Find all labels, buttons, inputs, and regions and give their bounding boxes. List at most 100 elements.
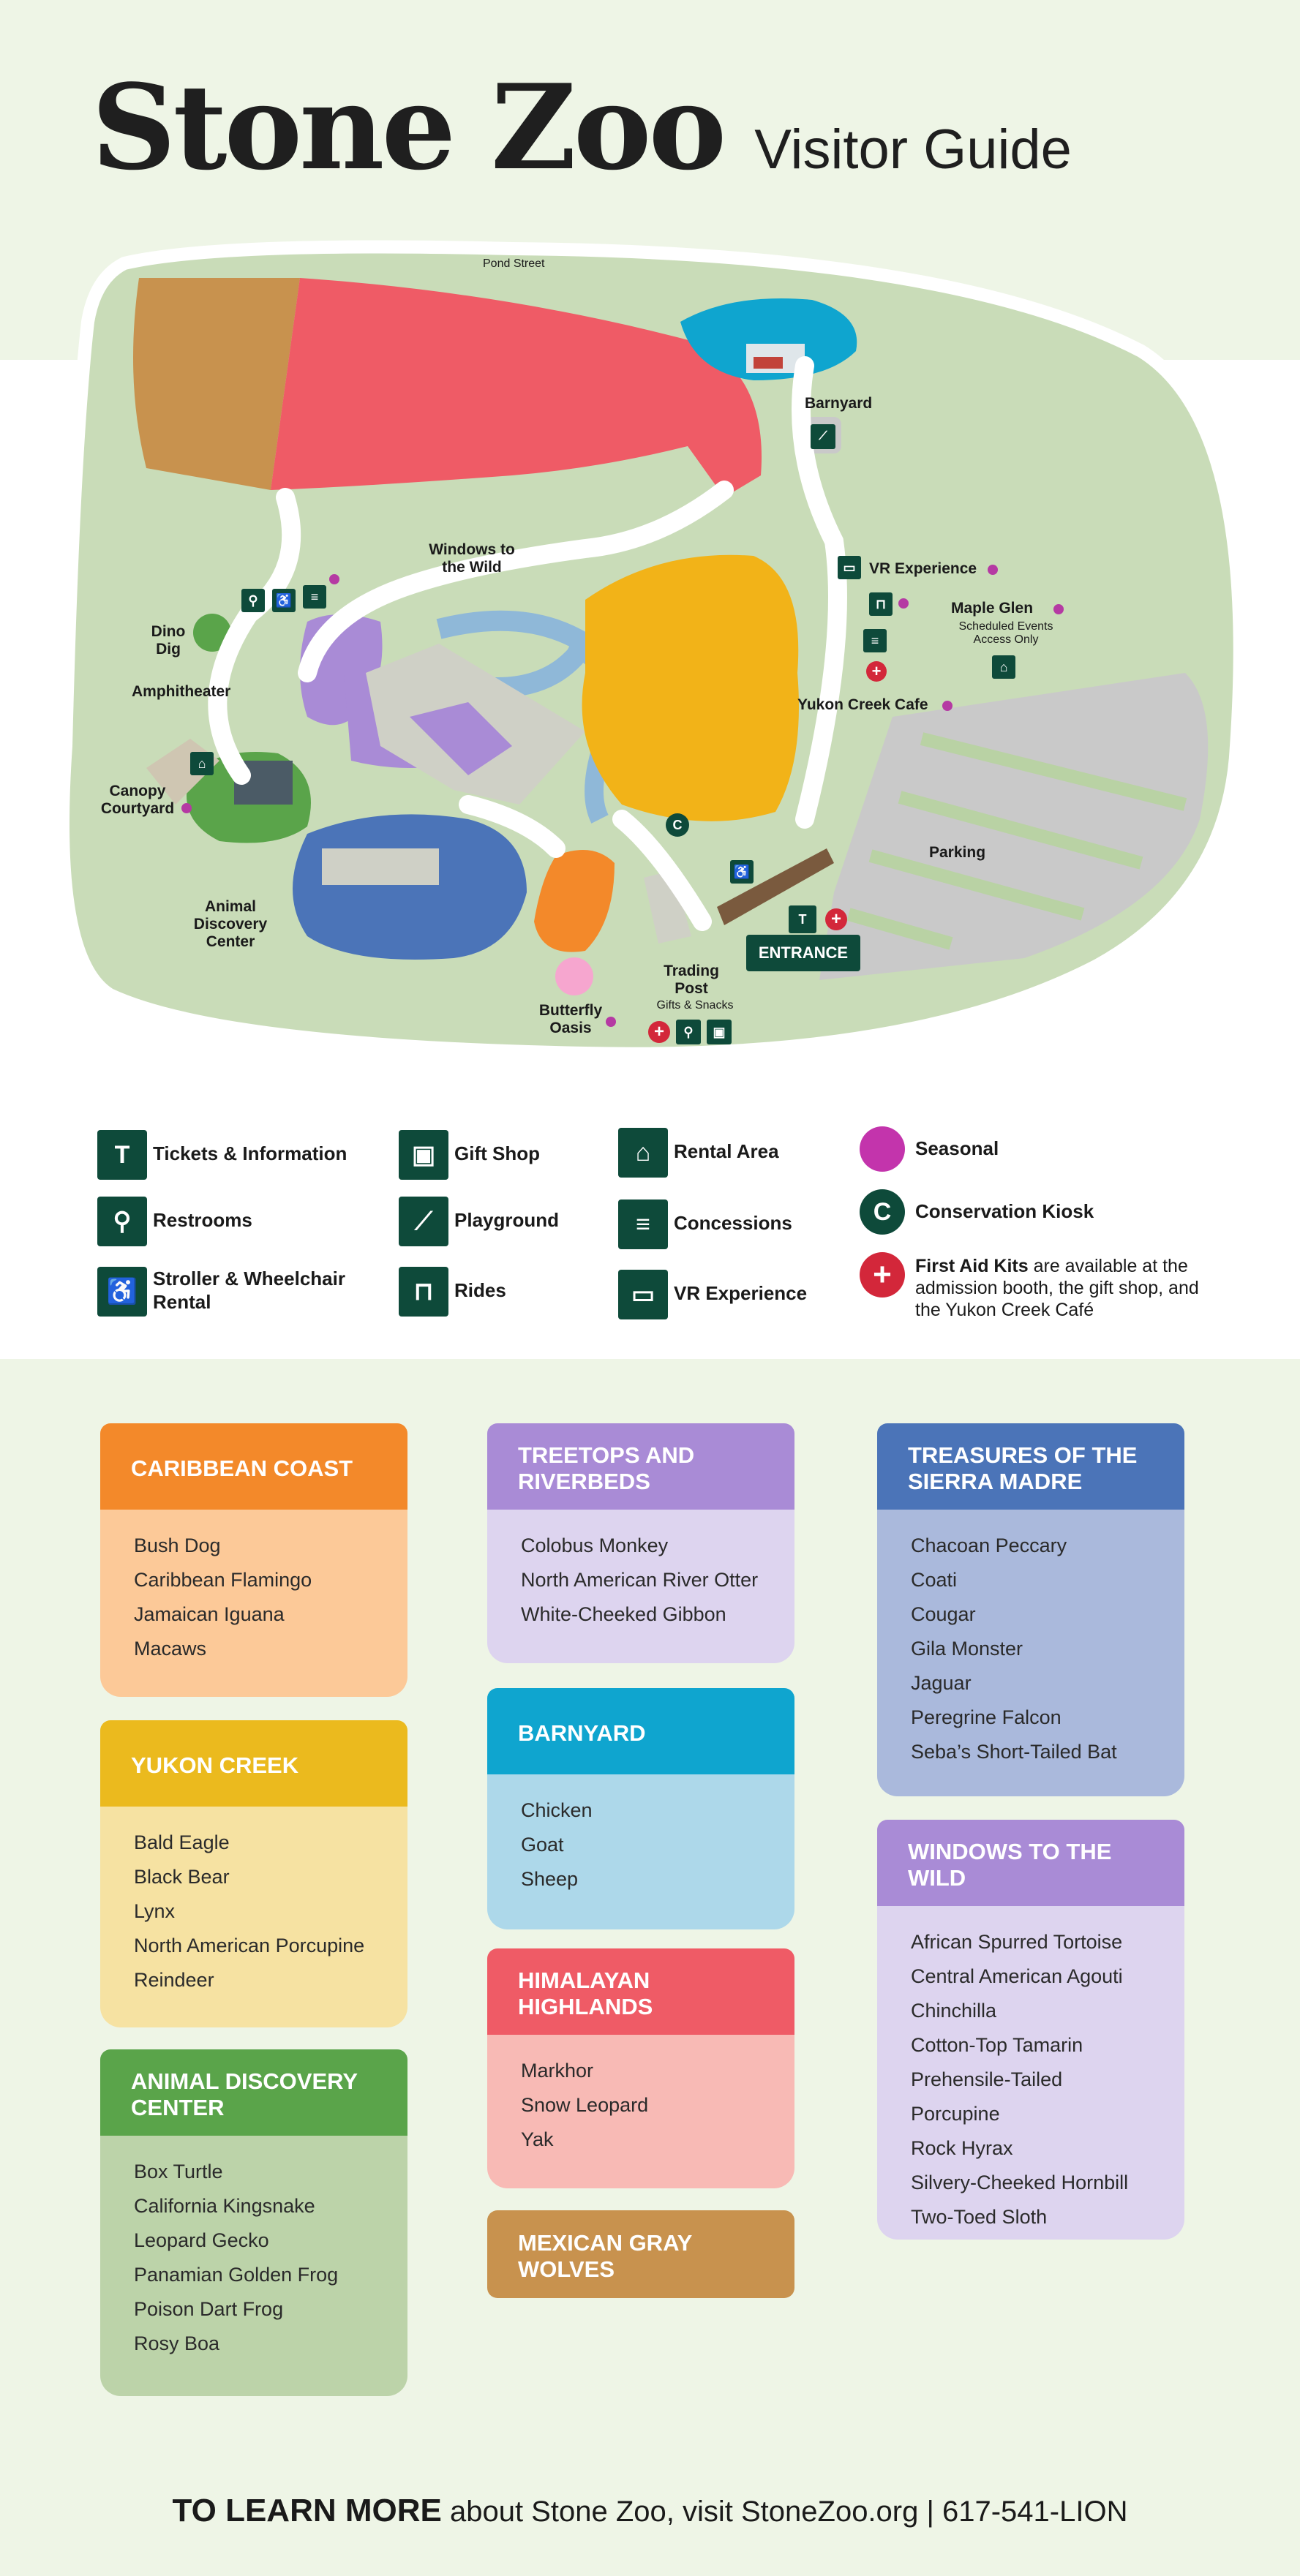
card-list: Bald Eagle Black Bear Lynx North America… <box>100 1807 407 2027</box>
exhibit-card-caribbean: CARIBBEAN COAST Bush Dog Caribbean Flami… <box>100 1423 407 1697</box>
vr-experience-icon: ▭ <box>618 1270 668 1319</box>
barnyard-label[interactable]: Barnyard <box>805 395 873 412</box>
zoo-map[interactable]: Pond Street Barnyard ⟋ ▭ VR Experience ⊓… <box>0 234 1300 1075</box>
restrooms-icon[interactable]: ⚲ <box>241 589 265 612</box>
card-list: Box Turtle California Kingsnake Leopard … <box>100 2136 407 2396</box>
list-item: Rock Hyrax <box>911 2137 1013 2159</box>
stroller-icon: ♿ <box>97 1267 147 1317</box>
list-item: Snow Leopard <box>521 2094 649 2116</box>
rides-icon[interactable]: ⊓ <box>869 592 893 616</box>
parking-label[interactable]: Parking <box>929 844 986 861</box>
list-item: Colobus Monkey <box>521 1534 669 1556</box>
list-item: Coati <box>911 1569 958 1591</box>
list-item: Markhor <box>521 2060 594 2082</box>
legend-label: Playground <box>454 1209 560 1231</box>
list-item: Seba’s Short-Tailed Bat <box>911 1741 1117 1763</box>
legend-label: Gift Shop <box>454 1142 540 1164</box>
list-item: Central American Agouti <box>911 1965 1123 1987</box>
legend-label: Concessions <box>674 1212 792 1234</box>
yukon-cafe-label[interactable]: Yukon Creek Cafe <box>797 696 928 713</box>
title-subtitle: Visitor Guide <box>754 118 1072 181</box>
list-item: Chicken <box>521 1799 593 1821</box>
list-item: North American River Otter <box>521 1569 759 1591</box>
list-item: Cotton-Top Tamarin <box>911 2034 1083 2056</box>
legend-label: Restrooms <box>153 1209 252 1231</box>
list-item: Bush Dog <box>134 1534 221 1556</box>
map-legend: T Tickets & Information ⚲ Restrooms ♿ St… <box>0 1097 1300 1360</box>
card-title: HIMALAYAN HIGHLANDS <box>487 1948 794 2035</box>
card-title: MEXICAN GRAY WOLVES <box>487 2210 794 2298</box>
rental-area-icon[interactable]: ⌂ <box>190 752 214 775</box>
list-item: Silvery-Cheeked Hornbill <box>911 2172 1129 2193</box>
exhibit-card-barnyard: BARNYARD Chicken Goat Sheep <box>487 1688 794 1929</box>
gift-shop-icon: ▣ <box>399 1130 448 1180</box>
windows-label[interactable]: Windows to the Wild <box>429 541 515 576</box>
stroller-icon[interactable]: ♿ <box>272 589 296 612</box>
trading-post-note: Gifts & Snacks <box>656 999 734 1012</box>
seasonal-dot-icon <box>181 803 192 813</box>
seasonal-dot-icon <box>606 1017 616 1027</box>
maple-glen-label[interactable]: Maple Glen <box>951 600 1034 617</box>
first-aid-icon[interactable]: + <box>825 908 847 930</box>
rental-area-icon[interactable]: ⌂ <box>992 655 1015 679</box>
vr-experience-icon[interactable]: ▭ <box>838 556 861 579</box>
legend-first-aid: + First Aid Kits are available at the ad… <box>860 1252 1222 1321</box>
trading-post-label[interactable]: Trading Post <box>664 963 719 997</box>
legend-label: Stroller & Wheelchair Rental <box>153 1268 345 1313</box>
seasonal-dot-icon <box>942 701 953 711</box>
card-title: YUKON CREEK <box>100 1720 407 1807</box>
legend-concessions: ≡ Concessions <box>618 1200 792 1249</box>
legend-rental: ⌂ Rental Area <box>618 1128 779 1178</box>
concessions-icon[interactable]: ≡ <box>863 629 887 652</box>
card-list: Colobus Monkey North American River Otte… <box>487 1510 794 1663</box>
exhibit-card-windows: WINDOWS TO THE WILD African Spurred Tort… <box>877 1820 1184 2240</box>
card-list: Bush Dog Caribbean Flamingo Jamaican Igu… <box>100 1510 407 1697</box>
legend-label: Seasonal <box>915 1137 999 1159</box>
list-item: Prehensile-Tailed Porcupine <box>911 2068 1063 2125</box>
legend-gift: ▣ Gift Shop <box>399 1130 540 1180</box>
amphitheater-label[interactable]: Amphitheater <box>132 683 231 700</box>
first-aid-note: First Aid Kits are available at the admi… <box>915 1252 1222 1321</box>
stroller-icon[interactable]: ♿ <box>730 860 754 884</box>
list-item: African Spurred Tortoise <box>911 1931 1123 1953</box>
footer-bold: TO LEARN MORE <box>172 2493 442 2528</box>
entrance-button[interactable]: ENTRANCE <box>746 935 860 971</box>
canopy-courtyard-label[interactable]: Canopy Courtyard <box>100 783 175 817</box>
card-title: TREETOPS AND RIVERBEDS <box>487 1423 794 1510</box>
animal-discovery-label[interactable]: Animal Discovery Center <box>193 898 268 950</box>
footer-text[interactable]: about Stone Zoo, visit StoneZoo.org | 61… <box>449 2496 1128 2528</box>
list-item: Poison Dart Frog <box>134 2298 284 2320</box>
restrooms-icon[interactable]: ⚲ <box>676 1020 701 1044</box>
gift-shop-icon[interactable]: ▣ <box>707 1020 732 1044</box>
card-title: WINDOWS TO THE WILD <box>877 1820 1184 1906</box>
rental-area-icon: ⌂ <box>618 1128 668 1178</box>
rides-icon: ⊓ <box>399 1267 448 1317</box>
title-main: Stone Zoo <box>91 59 726 196</box>
butterfly-oasis-label[interactable]: Butterfly Oasis <box>538 1002 603 1036</box>
first-aid-icon[interactable]: + <box>648 1021 670 1043</box>
legend-label: Conservation Kiosk <box>915 1200 1094 1222</box>
page-title: Stone Zoo Visitor Guide <box>91 59 1072 196</box>
street-label: Pond Street <box>483 257 545 270</box>
legend-rides: ⊓ Rides <box>399 1267 506 1317</box>
exhibit-card-treetops: TREETOPS AND RIVERBEDS Colobus Monkey No… <box>487 1423 794 1663</box>
footer-cta: TO LEARN MORE about Stone Zoo, visit Sto… <box>0 2493 1300 2529</box>
exhibit-card-himalayan: HIMALAYAN HIGHLANDS Markhor Snow Leopard… <box>487 1948 794 2188</box>
conservation-kiosk-icon[interactable]: C <box>666 813 689 837</box>
playground-icon[interactable]: ⟋ <box>811 424 835 449</box>
tickets-icon[interactable]: T <box>789 905 816 933</box>
concessions-icon[interactable]: ≡ <box>303 585 326 609</box>
tickets-icon: T <box>97 1130 147 1180</box>
legend-stroller: ♿ Stroller & Wheelchair Rental <box>97 1267 372 1317</box>
first-aid-icon[interactable]: + <box>866 661 887 682</box>
seasonal-dot-icon <box>329 574 339 584</box>
first-aid-bold: First Aid Kits <box>915 1256 1029 1276</box>
vr-experience-label[interactable]: VR Experience <box>869 560 977 577</box>
legend-label: VR Experience <box>674 1282 808 1304</box>
list-item: California Kingsnake <box>134 2195 315 2217</box>
legend-vr: ▭ VR Experience <box>618 1270 807 1319</box>
card-title: BARNYARD <box>487 1688 794 1774</box>
list-item: Rosy Boa <box>134 2332 220 2354</box>
concessions-icon: ≡ <box>618 1200 668 1249</box>
dino-dig-label[interactable]: Dino Dig <box>151 623 186 658</box>
